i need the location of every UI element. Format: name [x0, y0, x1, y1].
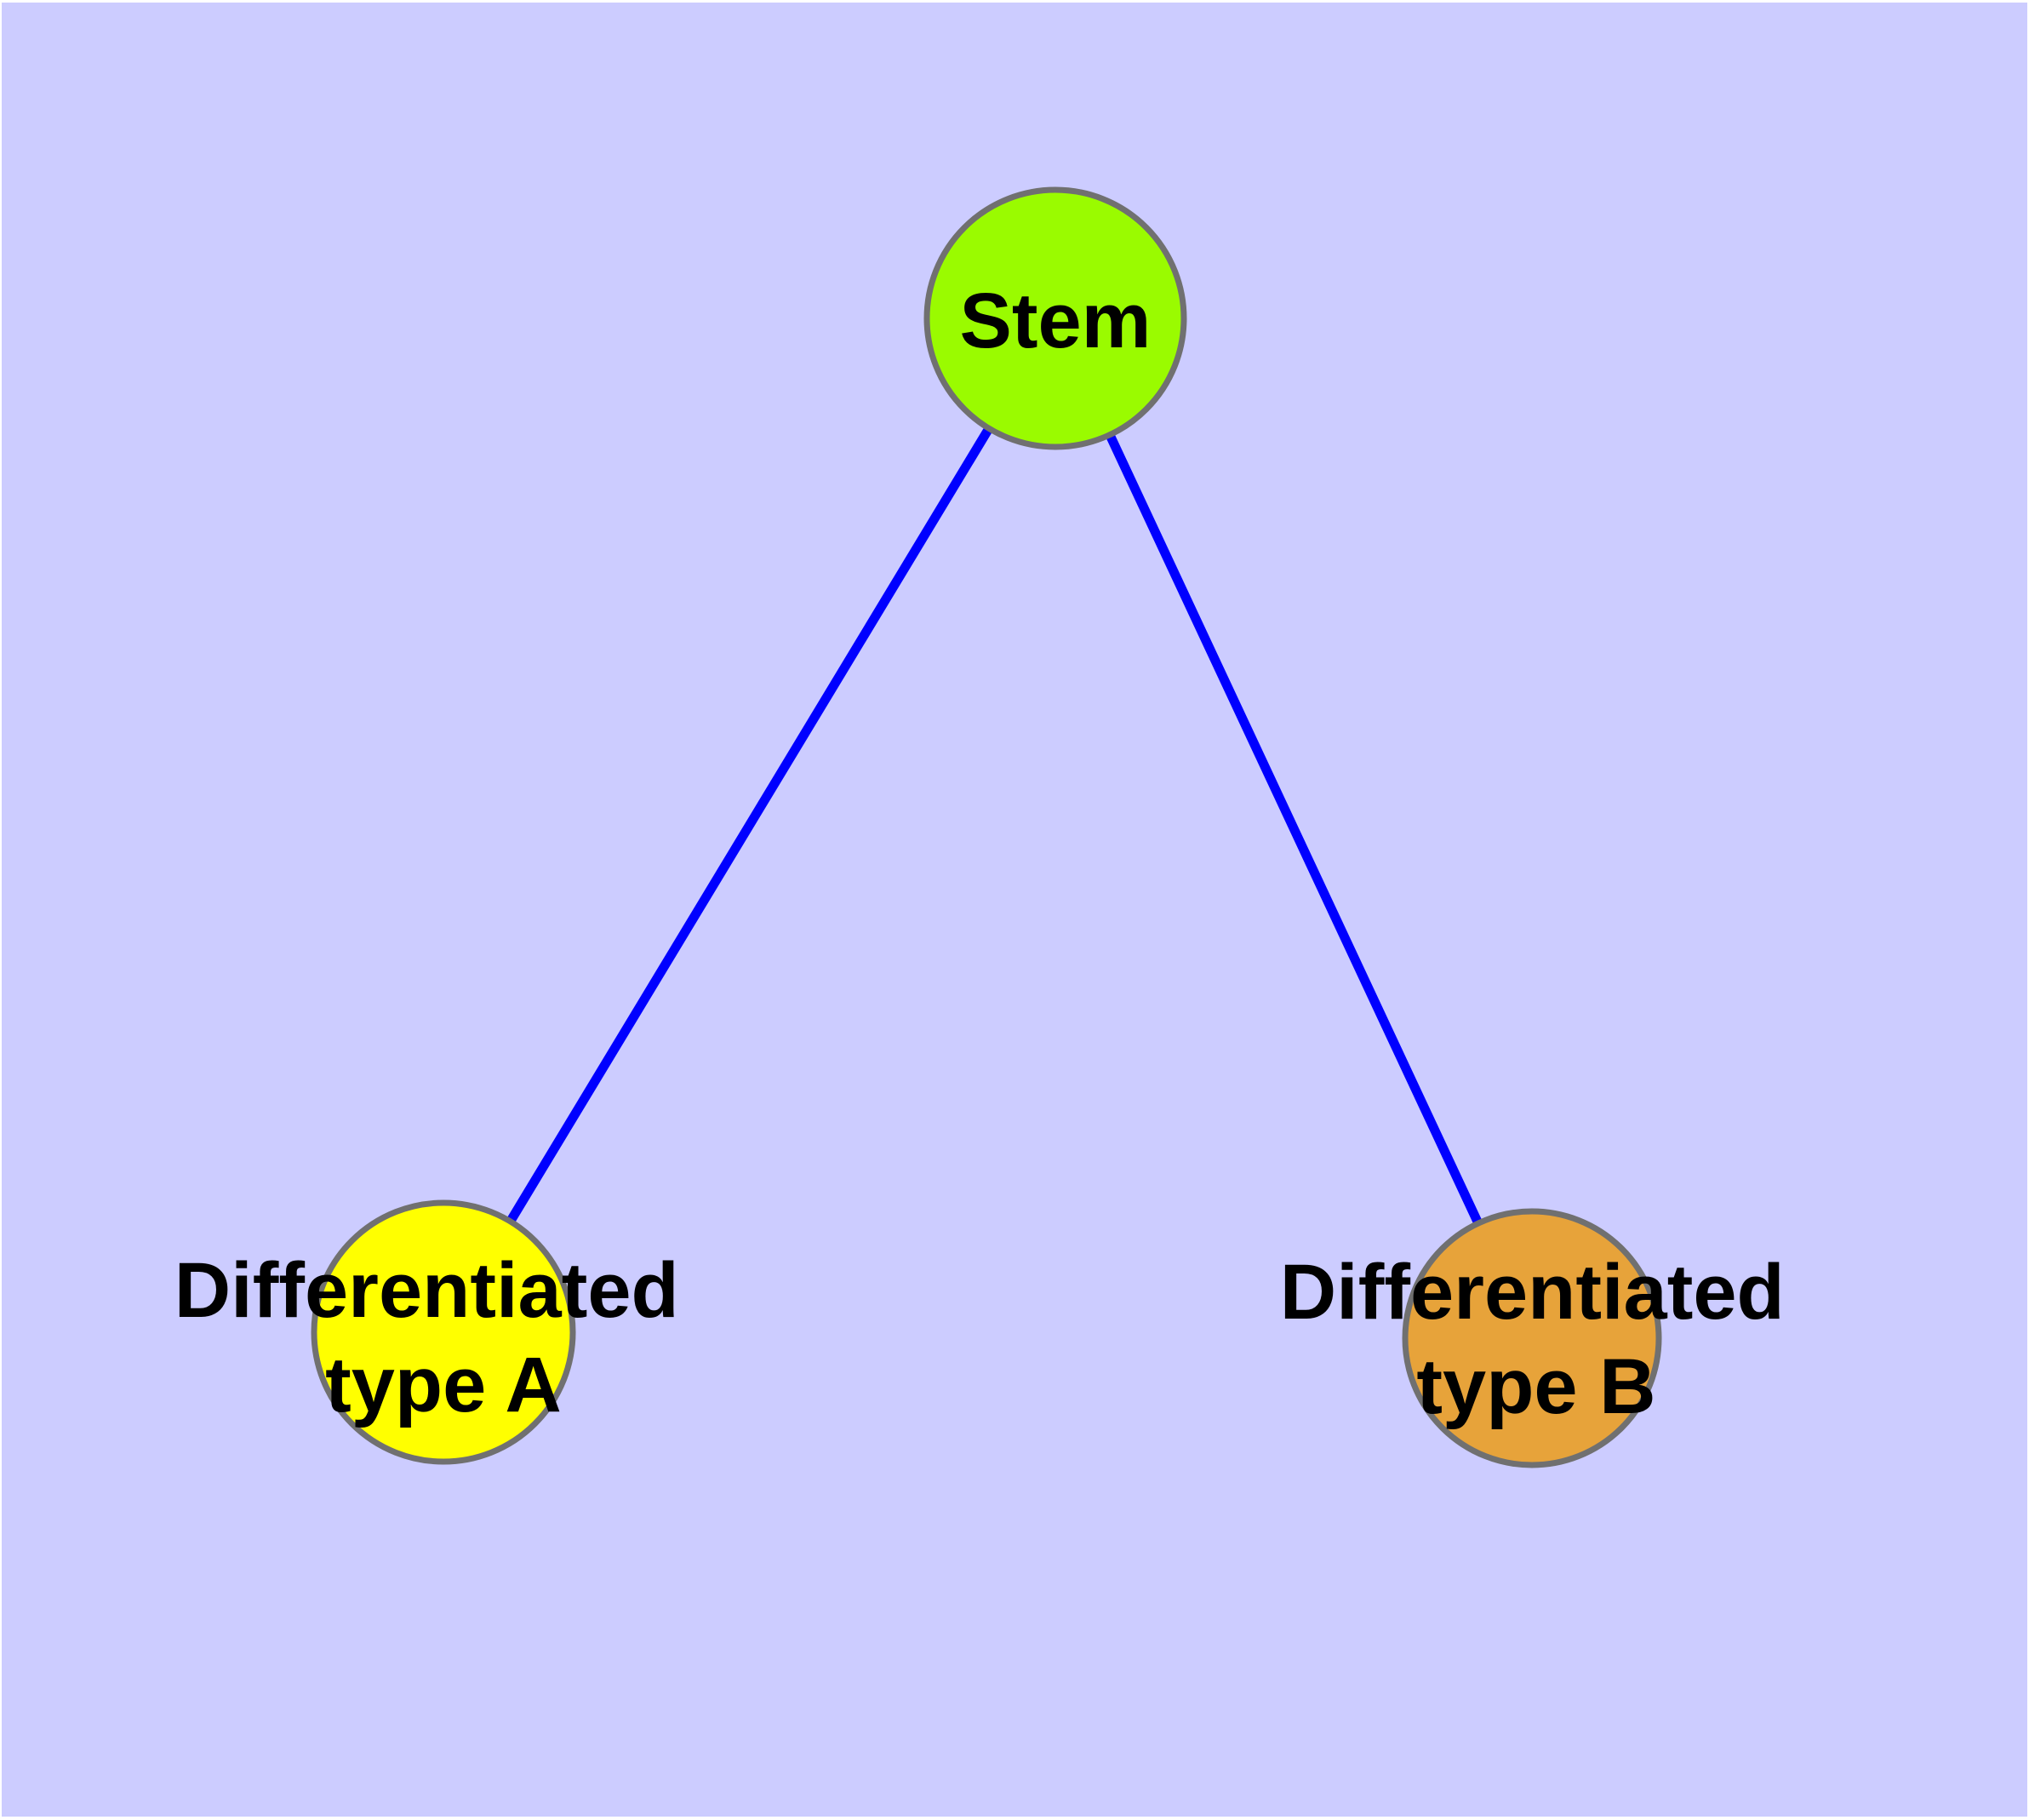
- node-type-b-label: Differentiated type B: [1280, 1249, 1807, 1430]
- node-stem: Stem: [923, 186, 1187, 450]
- node-type-a-label-line2: type A: [325, 1342, 562, 1428]
- node-type-a-label-line1: Differentiated: [174, 1247, 679, 1334]
- node-type-b-label-line2: type B: [1416, 1343, 1655, 1430]
- node-type-a-circle: [311, 1199, 576, 1465]
- node-stem-label: Stem: [960, 278, 1152, 364]
- node-differentiated-type-a: Differentiated type A: [174, 1199, 701, 1465]
- node-type-b-circle: [1402, 1208, 1662, 1468]
- edge-stem-to-type-a: [439, 316, 1060, 1335]
- node-type-b-label-line1: Differentiated: [1280, 1249, 1785, 1336]
- node-differentiated-type-b: Differentiated type B: [1280, 1208, 1807, 1468]
- node-layer: Stem Differentiated type A Differentiate…: [174, 186, 1807, 1468]
- edge-stem-to-type-b: [1051, 316, 1536, 1341]
- node-type-a-label: Differentiated type A: [174, 1247, 701, 1428]
- node-stem-circle: [923, 186, 1187, 450]
- edge-layer: [439, 316, 1536, 1341]
